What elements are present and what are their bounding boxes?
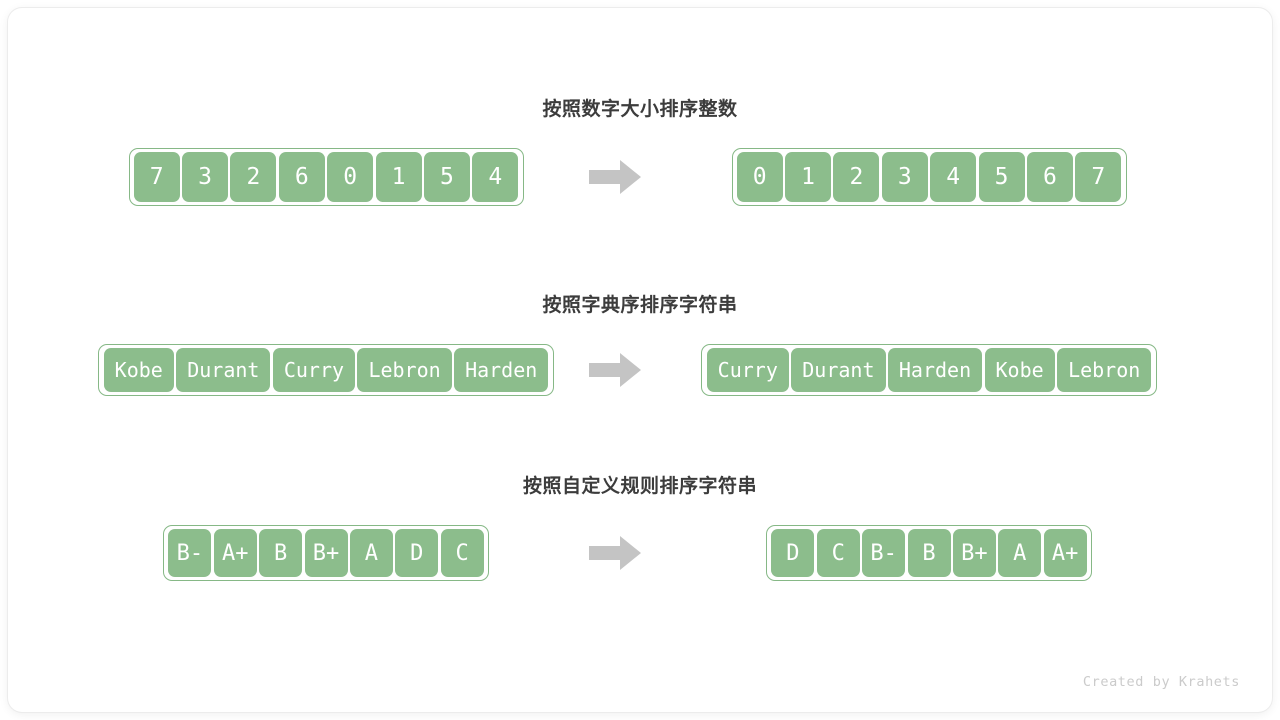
array-cell: A bbox=[349, 529, 393, 577]
array-cell: Lebron bbox=[1057, 348, 1152, 392]
array-cell: 5 bbox=[423, 152, 470, 202]
array-cell: Curry bbox=[706, 348, 789, 392]
row-title: 按照自定义规则排序字符串 bbox=[522, 476, 757, 497]
array-cell: Harden bbox=[454, 348, 549, 392]
array-cell: B bbox=[259, 529, 303, 577]
array-cell: A bbox=[998, 529, 1042, 577]
array-cell: B+ bbox=[304, 529, 348, 577]
array-cell: Kobe bbox=[984, 348, 1055, 392]
array-cell: A+ bbox=[213, 529, 257, 577]
array-cell: Kobe bbox=[103, 348, 174, 392]
array-cell: 5 bbox=[978, 152, 1025, 202]
row-title: 按照数字大小排序整数 bbox=[542, 99, 738, 120]
credit-label: Created by Krahets bbox=[1082, 674, 1240, 690]
array-cell: Durant bbox=[791, 348, 886, 392]
array-cell: 1 bbox=[375, 152, 422, 202]
array-cell: C bbox=[816, 529, 860, 577]
row-title: 按照字典序排序字符串 bbox=[542, 295, 738, 316]
right-arrow-icon bbox=[587, 350, 643, 390]
array-cell: B- bbox=[862, 529, 906, 577]
array-cell: 4 bbox=[472, 152, 519, 202]
array-cell: 6 bbox=[1026, 152, 1073, 202]
array-cell: B- bbox=[168, 529, 212, 577]
array-cell: Lebron bbox=[357, 348, 452, 392]
array-cell: C bbox=[440, 529, 484, 577]
array-cell: Harden bbox=[887, 348, 983, 392]
right-arrow-icon bbox=[587, 157, 643, 197]
array-cell: 3 bbox=[881, 152, 928, 202]
array-cell: 6 bbox=[278, 152, 325, 202]
array-cell: D bbox=[395, 529, 439, 577]
array-cell: 7 bbox=[133, 152, 180, 202]
array-cell: 4 bbox=[930, 152, 977, 202]
array-cell: 2 bbox=[230, 152, 277, 202]
array-cell: 0 bbox=[736, 152, 783, 202]
array-cell: A+ bbox=[1043, 529, 1087, 577]
array-cell: D bbox=[771, 529, 815, 577]
array-cell: Curry bbox=[272, 348, 356, 392]
array-cell: B+ bbox=[952, 529, 996, 577]
right-arrow-icon bbox=[587, 533, 643, 573]
array-cell: 7 bbox=[1075, 152, 1122, 202]
array-cell: Durant bbox=[176, 348, 271, 392]
array-cell: 1 bbox=[785, 152, 832, 202]
array-cell: 3 bbox=[182, 152, 229, 202]
array-cell: B bbox=[907, 529, 951, 577]
array-cell: 0 bbox=[327, 152, 374, 202]
array-cell: 2 bbox=[833, 152, 880, 202]
